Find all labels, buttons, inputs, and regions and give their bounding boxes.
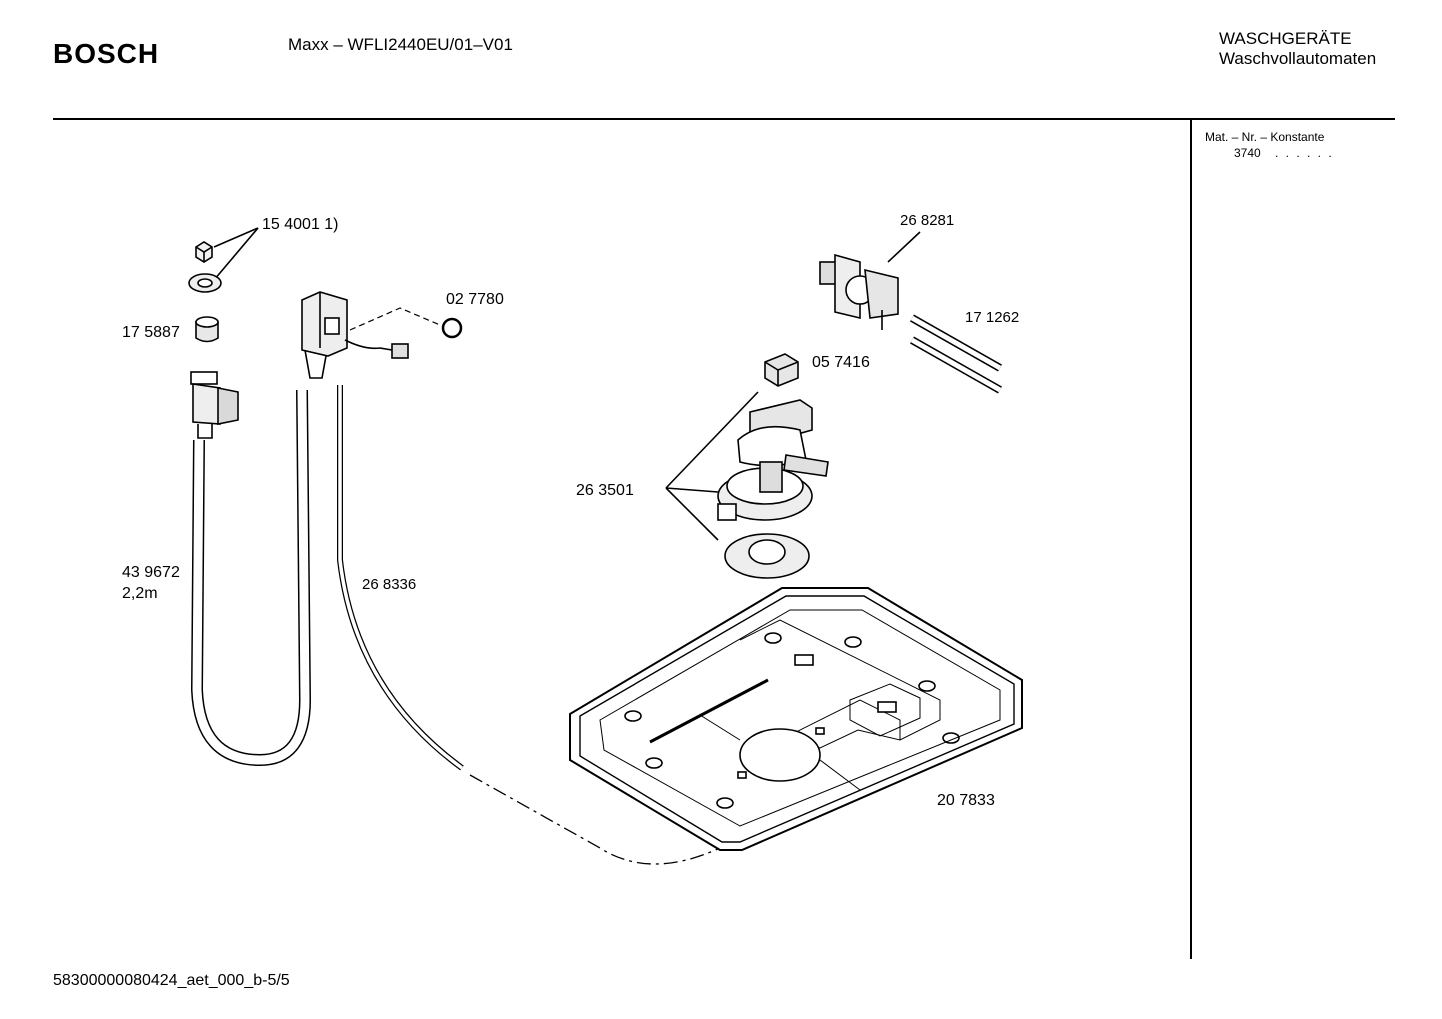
- part-label-439672: 43 9672: [122, 564, 180, 581]
- aquastop-housing-part: [301, 291, 409, 379]
- cap-nut-part: [195, 241, 213, 263]
- document-id: 58300000080424_aet_000_b-5/5: [53, 972, 290, 989]
- mat-nr-label: Mat. – Nr. – Konstante: [1205, 130, 1325, 144]
- part-label-171262: 17 1262: [965, 309, 1020, 326]
- part-label-439672-length: 2,2m: [122, 585, 158, 602]
- mat-nr-dots: . . . . . .: [1275, 146, 1334, 160]
- drain-hose-part: [337, 385, 464, 771]
- part-label-268336: 26 8336: [362, 576, 417, 593]
- part-label-268281: 26 8281: [900, 212, 955, 229]
- connector-057416-part: [764, 353, 799, 387]
- side-divider: [1190, 119, 1192, 959]
- brand-logo: BOSCH: [53, 38, 160, 69]
- leader-lines-154001: [213, 227, 259, 281]
- part-label-154001: 15 4001 1): [262, 216, 339, 233]
- dashdot-connection-line: [469, 774, 721, 865]
- exploded-parts-diagram: [188, 227, 1023, 865]
- leader-lines-263501: [665, 391, 759, 541]
- part-label-207833: 20 7833: [937, 792, 995, 809]
- header-divider: [53, 118, 1395, 120]
- leader-dashed-027780: [349, 307, 441, 331]
- pressure-switch-part: [717, 399, 829, 521]
- part-label-263501: 26 3501: [576, 482, 634, 499]
- part-label-027780: 02 7780: [446, 291, 504, 308]
- base-plate-part: [569, 587, 1023, 851]
- filter-sleeve-part: [195, 316, 219, 343]
- mat-nr-value: 3740: [1234, 146, 1261, 160]
- washer-ring-part: [188, 273, 222, 293]
- valve-268281-part: [819, 231, 921, 330]
- part-label-175887: 17 5887: [122, 324, 180, 341]
- model-title: Maxx – WFLI2440EU/01–V01: [288, 35, 513, 54]
- category-subtitle: Waschvollautomaten: [1219, 49, 1377, 68]
- diaphragm-disc-part: [724, 533, 810, 579]
- part-label-057416: 05 7416: [812, 354, 870, 371]
- hoses-171262-part: [910, 314, 1002, 394]
- category-title: WASCHGERÄTE: [1219, 29, 1352, 48]
- washer-027780-part: [441, 317, 463, 339]
- inlet-hose-part: [190, 371, 312, 767]
